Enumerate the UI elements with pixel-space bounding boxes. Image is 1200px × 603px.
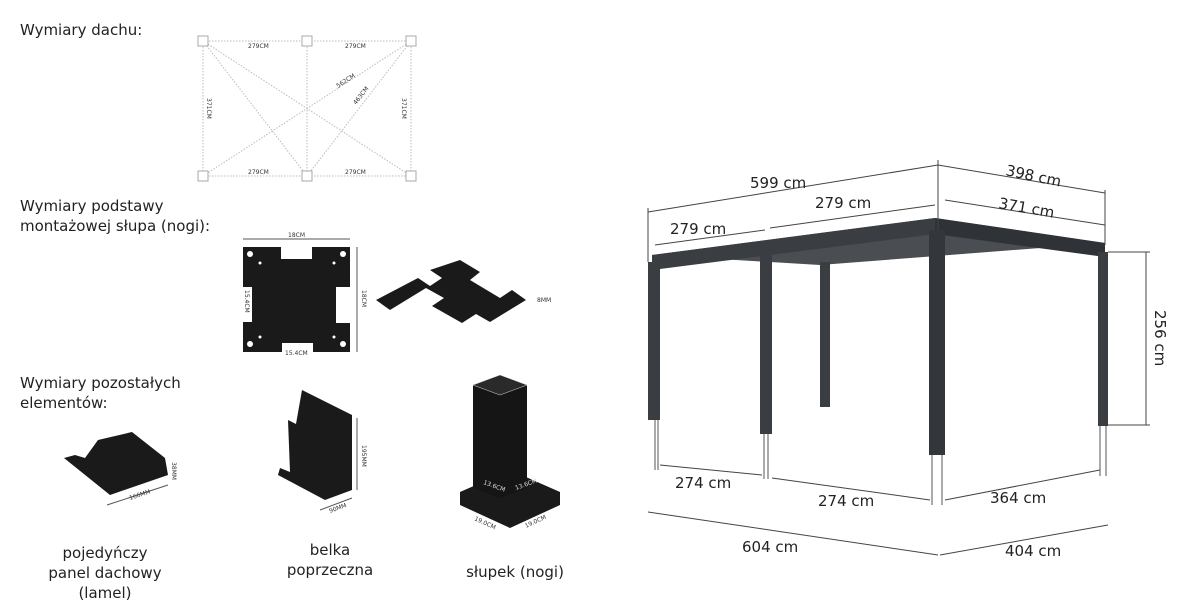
base-plate-iso-view xyxy=(376,260,526,323)
floor-inner-width: 364 cm xyxy=(990,489,1046,507)
floor-width: 404 cm xyxy=(1005,542,1061,560)
pergola-bay-right: 279 cm xyxy=(815,194,871,212)
pergola-inner-width: 371 cm xyxy=(997,194,1056,221)
pergola-total-length: 599 cm xyxy=(750,174,806,192)
roof-diagonal-short: 463CM xyxy=(352,86,370,107)
pergola-dimension-lines xyxy=(647,160,1150,556)
pergola-height: 256 cm xyxy=(1151,310,1169,366)
pergola-bay-left: 279 cm xyxy=(670,220,726,238)
lamel-height: 38MM xyxy=(170,462,177,480)
base-hole-horizontal: 15.4CM xyxy=(285,350,308,357)
pergola-3d xyxy=(648,218,1108,505)
beam-part xyxy=(278,390,352,500)
roof-bottom-right: 279CM xyxy=(345,169,366,176)
floor-bay-right: 274 cm xyxy=(818,492,874,510)
base-plate-top-view xyxy=(243,238,358,352)
lamel-caption: pojedyńczy panel dachowy (lamel) xyxy=(48,544,162,602)
pergola-total-width: 398 cm xyxy=(1004,161,1063,190)
roof-corner-markers xyxy=(197,35,417,182)
roof-dimensions-heading: Wymiary dachu: xyxy=(20,21,143,39)
lamel-part xyxy=(64,432,168,495)
floor-bay-left: 274 cm xyxy=(675,474,731,492)
base-width: 18CM xyxy=(288,232,305,239)
base-height: 18CM xyxy=(360,290,367,307)
floor-length: 604 cm xyxy=(742,538,798,556)
beam-height: 195MM xyxy=(360,445,367,467)
roof-top-right: 279CM xyxy=(345,43,366,50)
post-part xyxy=(460,374,560,528)
base-hole-vertical: 15.4CM xyxy=(243,290,250,313)
base-thickness: 8MM xyxy=(537,297,551,304)
lamel-length: 166MM xyxy=(128,489,151,502)
roof-bottom-left: 279CM xyxy=(248,169,269,176)
roof-right: 371CM xyxy=(400,98,407,119)
other-elements-heading: Wymiary pozostałych elementów: xyxy=(20,374,181,412)
beam-width: 90MM xyxy=(328,502,347,515)
roof-left: 371CM xyxy=(205,98,212,119)
roof-top-left: 279CM xyxy=(248,43,269,50)
roof-diagonal-long: 562CM xyxy=(335,72,356,89)
base-dimensions-heading: Wymiary podstawy montażowej słupa (nogi)… xyxy=(20,197,211,235)
post-caption: słupek (nogi) xyxy=(466,563,564,581)
roof-plan xyxy=(202,40,412,177)
beam-caption: belka poprzeczna xyxy=(286,541,374,579)
